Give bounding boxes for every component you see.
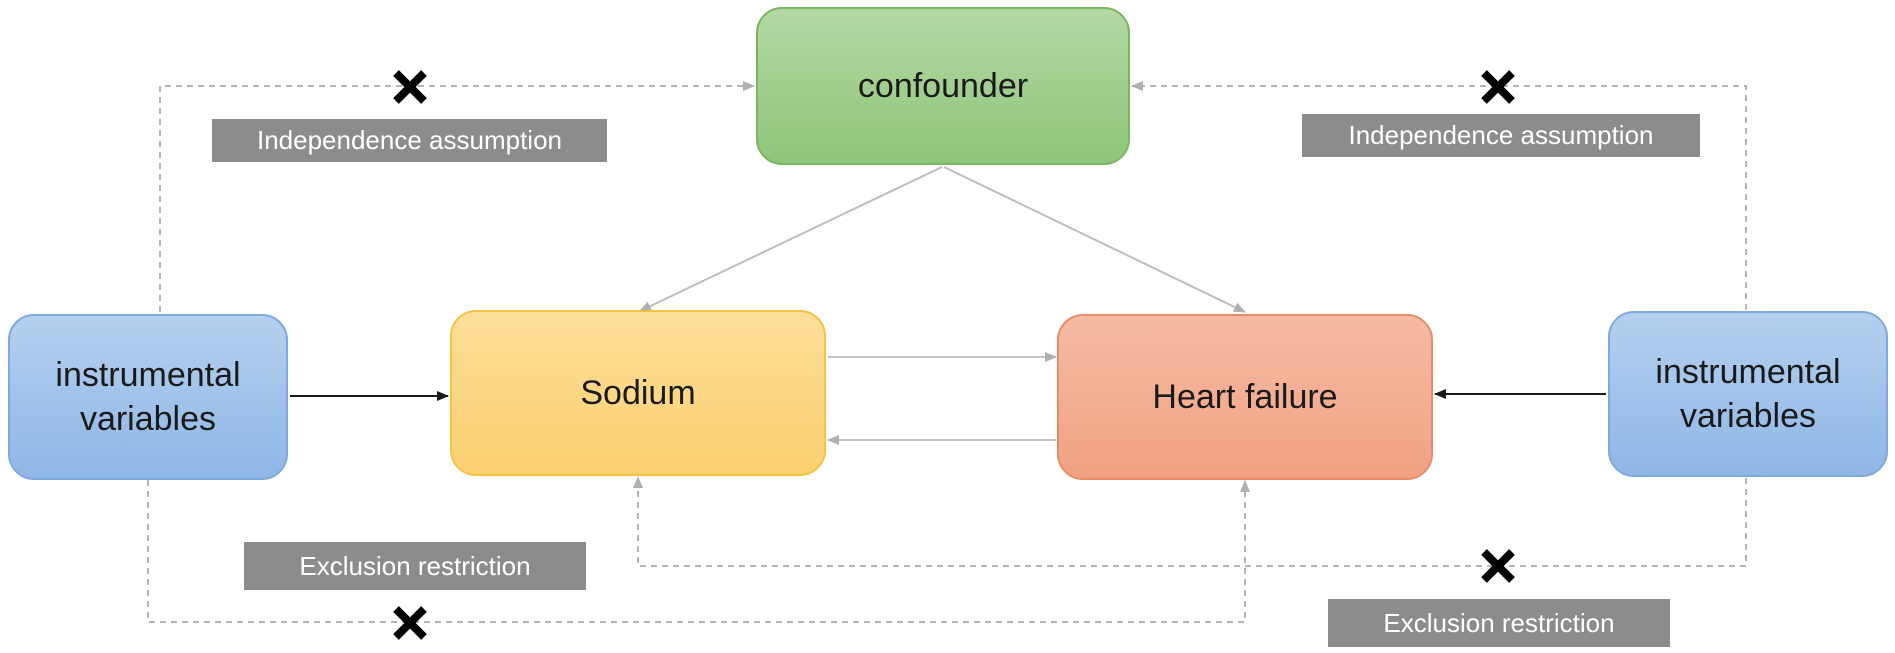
dashed-path-iv-left-to-heart-failure xyxy=(147,480,1250,623)
cross-icon xyxy=(393,606,427,640)
arrow-confounder-to-heart-failure xyxy=(943,166,1246,313)
exclusion-restriction-label-right: Exclusion restriction xyxy=(1328,599,1670,647)
cross-icon xyxy=(393,70,427,104)
iv-left-label-line1: instrumental xyxy=(55,355,241,394)
iv-left-label-line2: variables xyxy=(79,400,217,438)
confounder-label: confounder xyxy=(857,66,1029,105)
instrumental-variables-left-node: instrumental variables xyxy=(8,314,288,480)
exclusion-restriction-label-left: Exclusion restriction xyxy=(244,542,586,590)
sodium-node: Sodium xyxy=(450,310,826,476)
cross-icon xyxy=(1481,70,1515,104)
heart-failure-node: Heart failure xyxy=(1057,314,1433,480)
instrumental-variables-right-node: instrumental variables xyxy=(1608,311,1888,477)
independence-assumption-label-right: Independence assumption xyxy=(1302,114,1700,157)
confounder-node: confounder xyxy=(756,7,1130,165)
iv-right-label-line1: instrumental xyxy=(1655,352,1841,391)
heart-failure-label: Heart failure xyxy=(1152,377,1338,416)
cross-icon xyxy=(1481,549,1515,583)
independence-assumption-label-left: Independence assumption xyxy=(212,119,607,162)
iv-right-label-line2: variables xyxy=(1679,397,1817,435)
sodium-label: Sodium xyxy=(580,373,696,412)
dashed-path-iv-right-to-confounder xyxy=(1131,81,1747,310)
dashed-path-iv-left-to-confounder xyxy=(159,81,755,312)
dashed-path-iv-right-to-sodium xyxy=(633,476,1747,567)
arrow-confounder-to-sodium xyxy=(639,166,943,312)
